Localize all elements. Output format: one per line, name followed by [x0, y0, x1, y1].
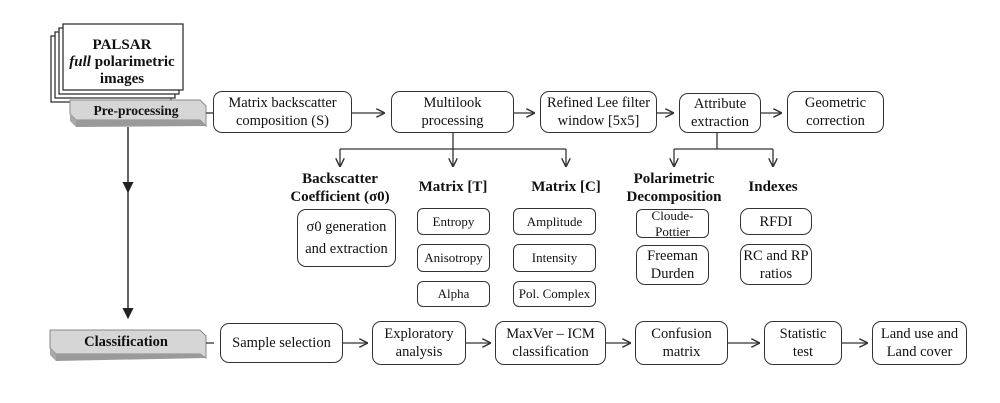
input-document-stack: [50, 23, 184, 103]
decomposition-title-1: Polarimetric: [633, 171, 715, 187]
backscatter-title: Backscatter Coefficient (σ0): [272, 170, 408, 206]
step-refined-lee: Refined Lee filter window [5x5]: [540, 91, 657, 133]
decomposition-title-2: Decomposition: [626, 189, 722, 205]
index-rc-rp-ratios: RC and RP ratios: [740, 244, 812, 285]
decomposition-cloude-pottier: Cloude-Pottier: [636, 208, 709, 239]
step-line-2: analysis: [395, 344, 443, 360]
step-line-1: Confusion: [651, 326, 712, 342]
matrix-c-pol-complex: Pol. Complex: [513, 281, 596, 307]
backscatter-item-2: and extraction: [305, 241, 388, 257]
backscatter-generation-box: σ0 generation and extraction: [297, 209, 396, 267]
step-line-1: Refined Lee filter: [546, 95, 651, 111]
class-exploratory-analysis: Exploratory analysis: [372, 321, 466, 365]
decomposition-freeman-durden: Freeman Durden: [636, 245, 709, 285]
rc-rp-line-1: RC and RP: [743, 247, 809, 264]
classification-tag-shape: [49, 329, 207, 361]
matrix-t-alpha: Alpha: [417, 281, 490, 307]
step-line-2: window [5x5]: [557, 113, 640, 129]
class-confusion-matrix: Confusion matrix: [635, 321, 728, 365]
matrix-t-title: Matrix [T]: [418, 179, 488, 195]
matrix-t-entropy: Entropy: [417, 208, 490, 235]
step-line-2: test: [792, 344, 814, 360]
backscatter-item-1: σ0 generation: [306, 219, 387, 235]
step-attribute-extraction: Attribute extraction: [679, 93, 761, 133]
step-line-1: Sample selection: [232, 335, 331, 351]
durden-line: Durden: [650, 266, 695, 282]
step-line-1: MaxVer – ICM: [506, 326, 595, 342]
step-line-2: matrix: [662, 344, 701, 360]
class-statistic-test: Statistic test: [764, 321, 842, 365]
class-land-use-cover: Land use and Land cover: [872, 321, 967, 365]
step-line-2: correction: [806, 113, 865, 129]
input-line-2-italic: full: [69, 54, 91, 70]
input-line-1: PALSAR: [92, 37, 152, 53]
step-line-2: processing: [421, 113, 484, 129]
step-line-2: extraction: [691, 114, 749, 130]
step-matrix-backscatter: Matrix backscatter composition (S): [213, 91, 352, 133]
freeman-line: Freeman: [647, 248, 698, 264]
index-rfdi: RFDI: [740, 208, 812, 235]
class-maxver-icm: MaxVer – ICM classification: [495, 321, 606, 365]
input-line-2-rest: polarimetric: [90, 54, 175, 70]
step-line-2: classification: [512, 344, 589, 360]
classification-label: Classification: [84, 334, 168, 350]
matrix-t-anisotropy: Anisotropy: [417, 244, 490, 272]
rc-rp-line-2: ratios: [759, 265, 793, 282]
step-line-1: Multilook: [423, 95, 482, 111]
step-line-1: Attribute: [693, 96, 747, 112]
step-line-2: composition (S): [235, 113, 330, 129]
matrix-c-amplitude: Amplitude: [513, 208, 596, 235]
indexes-title: Indexes: [748, 179, 798, 195]
decomposition-title: Polarimetric Decomposition: [620, 170, 728, 206]
preprocessing-tag-shape: [69, 99, 207, 128]
input-line-3: images: [99, 71, 145, 87]
step-multilook: Multilook processing: [391, 91, 514, 133]
input-line-2: full polarimetric: [64, 54, 180, 71]
step-line-1: Geometric: [804, 95, 867, 111]
input-images-label: PALSAR full polarimetric images: [64, 37, 180, 88]
class-sample-selection: Sample selection: [220, 323, 343, 363]
backscatter-title-1: Backscatter: [302, 171, 378, 187]
matrix-c-title: Matrix [C]: [531, 179, 601, 195]
preprocessing-label: Pre-processing: [93, 102, 179, 118]
step-line-1: Statistic: [779, 326, 827, 342]
step-line-1: Land use and: [880, 326, 959, 342]
matrix-c-intensity: Intensity: [513, 244, 596, 272]
step-line-1: Exploratory: [384, 326, 454, 342]
step-line-1: Matrix backscatter: [228, 95, 337, 111]
step-geometric-correction: Geometric correction: [787, 91, 884, 133]
backscatter-title-2: Coefficient (σ0): [290, 189, 390, 205]
step-line-2: Land cover: [886, 344, 953, 360]
